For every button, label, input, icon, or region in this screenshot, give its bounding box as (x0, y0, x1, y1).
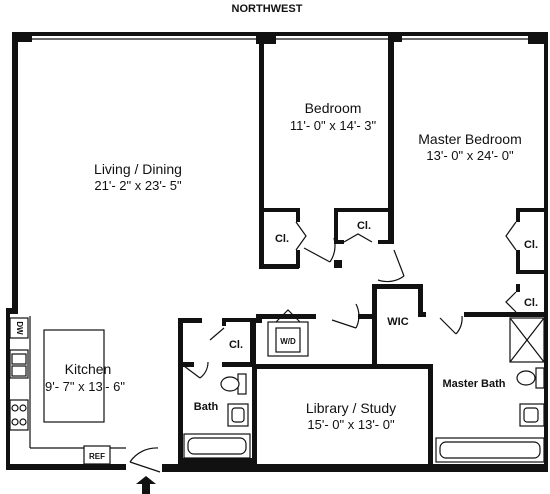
kitchen-dims: 9'- 7" x 13'- 6" (45, 379, 125, 394)
interior-walls (178, 36, 548, 470)
master-bath-fixtures (435, 317, 545, 463)
kitchen-name: Kitchen (65, 361, 112, 377)
refrigerator-label: REF (89, 452, 105, 461)
living-dining-name: Living / Dining (94, 161, 182, 177)
library-study-name: Library / Study (306, 400, 396, 416)
closet-label: Cl. (275, 233, 289, 245)
living-dining-dims: 21'- 2" x 23'- 5" (94, 178, 182, 193)
wic-name: WIC (387, 316, 408, 328)
bedroom-name: Bedroom (305, 100, 362, 116)
doors (129, 221, 517, 473)
bath-name: Bath (194, 401, 219, 413)
washer-dryer-label: W/D (280, 337, 296, 346)
bedroom-dims: 11'- 0" x 14'- 3" (290, 118, 377, 133)
bath-fixtures (183, 321, 309, 459)
closet-label: Cl. (357, 220, 371, 232)
closet-label: Cl. (229, 339, 243, 351)
master-bath-name: Master Bath (443, 378, 506, 390)
master-bedroom-dims: 13'- 0" x 24'- 0" (426, 148, 514, 163)
entry-arrow-icon (136, 476, 156, 494)
exterior-walls (6, 32, 548, 472)
orientation-label: NORTHWEST (232, 3, 303, 15)
library-study-dims: 15'- 0" x 13'- 0" (307, 417, 395, 432)
master-bedroom-name: Master Bedroom (418, 131, 521, 147)
dishwasher-label: DW (15, 321, 24, 335)
kitchen-fixtures (9, 316, 126, 465)
closet-label: Cl. (524, 297, 538, 309)
closet-label: Cl. (524, 239, 538, 251)
